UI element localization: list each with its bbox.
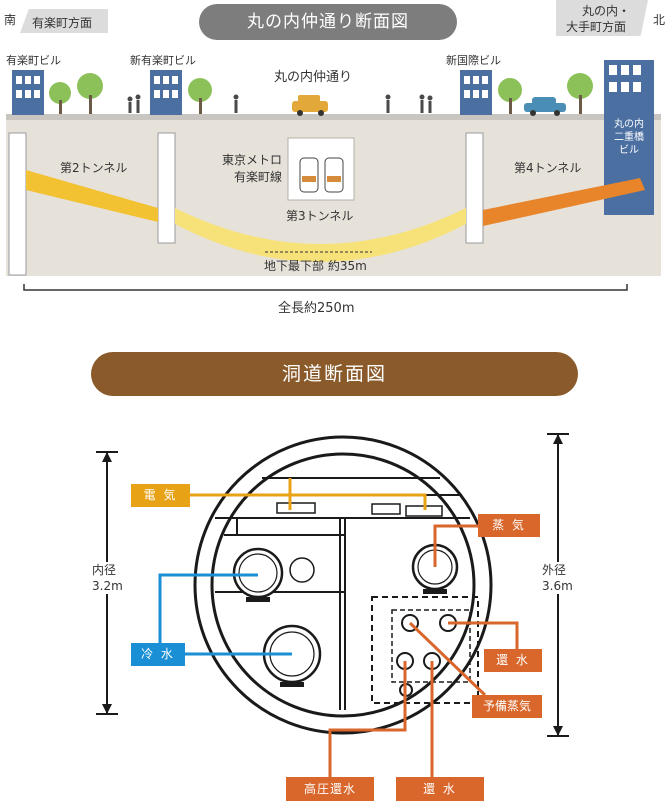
tunnel-2-label: 第2トンネル	[60, 161, 128, 175]
return-right-leader	[448, 621, 519, 650]
train-right	[324, 157, 344, 193]
outer-diameter-label: 外径 3.6m	[542, 562, 573, 594]
south-label: 南	[4, 13, 17, 27]
electric-leader	[190, 478, 427, 510]
tunnel-2-shape	[26, 170, 158, 222]
building-label-shin-kokusai: 新国際ビル	[446, 54, 501, 67]
nijubashi-label: 丸の内 二重橋 ビル	[608, 118, 650, 157]
length-label: 全長約250m	[278, 301, 355, 316]
high-pressure-return-tag: 高圧還水	[286, 777, 374, 801]
street-label: 丸の内仲通り	[274, 70, 353, 85]
building-label-yurakucho: 有楽町ビル	[6, 54, 61, 67]
outer-diameter-label-1: 外径	[542, 563, 567, 577]
right-direction-label-1: 丸の内・	[582, 4, 631, 18]
bottom-title-text: 洞道断面図	[281, 363, 387, 385]
top-title-text: 丸の内仲通り断面図	[247, 12, 409, 32]
bottom-title: 洞道断面図	[91, 352, 578, 396]
building-yurakucho	[12, 70, 44, 115]
metro-label-2: 有楽町線	[234, 170, 283, 184]
shaft-2	[157, 132, 176, 244]
length-bracket	[23, 284, 628, 291]
nijubashi-label-1: 丸の内	[614, 119, 644, 130]
spare-steam-tag: 予備蒸気	[472, 695, 542, 718]
shaft-1	[8, 132, 27, 276]
inner-diameter-label-2: 3.2m	[92, 579, 123, 593]
building-shin-kokusai	[460, 70, 492, 115]
shaft-3	[465, 132, 484, 244]
pedestrians	[127, 94, 433, 113]
steam-leader	[433, 524, 478, 567]
car-blue	[524, 97, 566, 116]
steam-tag: 蒸 気	[478, 514, 540, 537]
trees	[49, 73, 593, 104]
nijubashi-label-2: 二重橋	[614, 132, 644, 143]
cold-water-tag: 冷 水	[131, 643, 185, 666]
train-left	[299, 157, 319, 193]
return-water-bottom-tag: 還 水	[396, 777, 484, 801]
top-title: 丸の内仲通り断面図	[199, 4, 457, 40]
return-water-right-tag: 還 水	[484, 649, 542, 672]
spare-steam-leader	[408, 621, 487, 697]
high-pressure-leader	[328, 661, 407, 778]
left-direction-label: 有楽町方面	[32, 16, 93, 30]
outer-diameter-label-2: 3.6m	[542, 579, 573, 593]
metro-box	[287, 137, 355, 201]
cold-leader-upper	[158, 573, 258, 655]
depth-label: 地下最下部 約35m	[264, 259, 367, 273]
left-direction-arrow: 有楽町方面	[20, 9, 108, 33]
electric-tag: 電 気	[131, 484, 190, 507]
inner-diameter-label-1: 内径	[92, 563, 117, 577]
building-label-shin-yurakucho: 新有楽町ビル	[130, 54, 196, 67]
dashed-enclosure	[371, 596, 479, 704]
north-label: 北	[653, 13, 666, 27]
street-surface	[6, 114, 661, 120]
metro-label-1: 東京メトロ	[222, 153, 283, 167]
tunnel-4-shape	[483, 178, 645, 226]
car-yellow	[292, 95, 328, 116]
tunnel-3-shape	[175, 208, 466, 262]
right-direction-arrow: 丸の内・ 大手町方面	[556, 0, 648, 36]
inner-diameter-label: 内径 3.2m	[92, 562, 123, 594]
nijubashi-label-3: ビル	[619, 145, 639, 156]
tunnel-4-label: 第4トンネル	[514, 161, 582, 175]
cold-water-pipe-upper	[232, 547, 284, 602]
tunnel-3-label: 第3トンネル	[286, 209, 354, 223]
metro-label: 東京メトロ 有楽町線	[222, 152, 282, 186]
building-shin-yurakucho	[150, 70, 182, 115]
right-direction-label-2: 大手町方面	[566, 20, 627, 34]
